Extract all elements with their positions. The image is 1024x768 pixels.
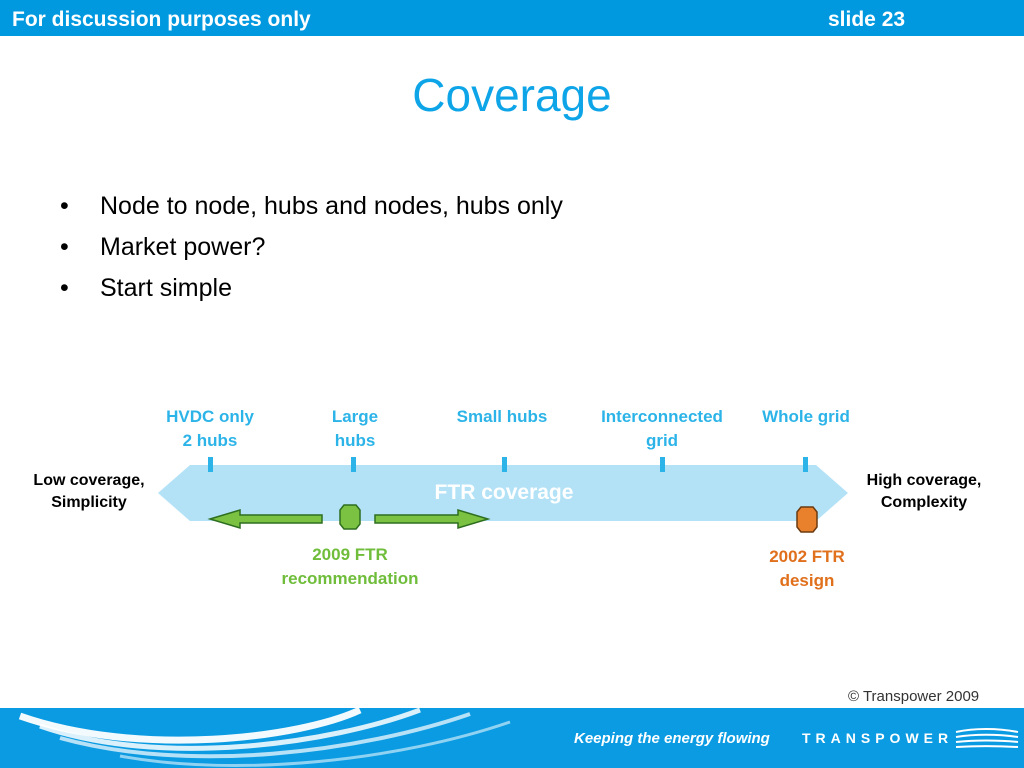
end-label-line: High coverage, bbox=[866, 472, 982, 489]
category-line: Large bbox=[331, 407, 379, 426]
brand-name: TRANSPOWER bbox=[802, 730, 954, 746]
bullet-dot: • bbox=[60, 274, 69, 302]
bullet-dot: • bbox=[60, 233, 69, 261]
category-line: HVDC only bbox=[166, 407, 254, 426]
slide-title: Coverage bbox=[412, 69, 612, 121]
marker-label-line: recommendation bbox=[281, 569, 419, 588]
category-hvdc: HVDC only 2 hubs bbox=[140, 405, 280, 453]
category-line: grid bbox=[645, 431, 679, 450]
category-interconnected: Interconnected grid bbox=[582, 405, 742, 453]
category-line: hubs bbox=[334, 431, 376, 450]
design-2002-label: 2002 FTR design bbox=[737, 545, 877, 593]
bullet-list: • Node to node, hubs and nodes, hubs only… bbox=[60, 186, 563, 309]
bullet-text: Start simple bbox=[100, 274, 232, 302]
tick-large-hubs bbox=[351, 457, 356, 472]
tick-whole-grid bbox=[803, 457, 808, 472]
design-marker bbox=[796, 506, 818, 533]
category-large-hubs: Large hubs bbox=[305, 405, 405, 453]
low-coverage-label: Low coverage, Simplicity bbox=[10, 470, 168, 514]
tick-small-hubs bbox=[502, 457, 507, 472]
category-line: 2 hubs bbox=[182, 431, 238, 450]
category-whole-grid: Whole grid bbox=[746, 405, 866, 429]
discussion-notice: For discussion purposes only bbox=[12, 8, 311, 31]
slide-number: slide 23 bbox=[828, 8, 906, 31]
recommendation-2009-label: 2009 FTR recommendation bbox=[250, 543, 450, 591]
left-green-arrow bbox=[207, 508, 323, 530]
end-label-line: Complexity bbox=[880, 494, 968, 511]
brand-logo-icon bbox=[954, 726, 1020, 752]
category-line: Whole grid bbox=[762, 407, 850, 426]
tick-hvdc bbox=[208, 457, 213, 472]
bullet-item: • Market power? bbox=[60, 227, 563, 268]
bullet-item: • Node to node, hubs and nodes, hubs only bbox=[60, 186, 563, 227]
swoosh-logo-graphic bbox=[18, 708, 511, 768]
marker-label-line: 2009 FTR bbox=[312, 545, 388, 564]
bullet-text: Node to node, hubs and nodes, hubs only bbox=[100, 192, 563, 220]
category-small-hubs: Small hubs bbox=[432, 405, 572, 429]
tick-interconnected bbox=[660, 457, 665, 472]
category-line: Interconnected bbox=[601, 407, 723, 426]
bullet-dot: • bbox=[60, 192, 69, 220]
category-line: Small hubs bbox=[456, 407, 548, 426]
end-label-line: Low coverage, bbox=[33, 472, 145, 489]
tagline: Keeping the energy flowing bbox=[574, 730, 770, 747]
high-coverage-label: High coverage, Complexity bbox=[845, 470, 1003, 514]
coverage-bar bbox=[158, 465, 848, 521]
right-green-arrow bbox=[374, 508, 491, 530]
marker-label-line: 2002 FTR bbox=[769, 547, 845, 566]
footer-banner: Keeping the energy flowing TRANSPOWER bbox=[0, 708, 1024, 768]
bar-label: FTR coverage bbox=[434, 481, 574, 504]
copyright-notice: © Transpower 2009 bbox=[848, 688, 980, 705]
bullet-item: • Start simple bbox=[60, 268, 563, 309]
marker-label-line: design bbox=[779, 571, 835, 590]
end-label-line: Simplicity bbox=[51, 494, 127, 511]
top-banner: For discussion purposes only slide 23 bbox=[0, 0, 1024, 36]
recommendation-marker bbox=[339, 504, 361, 530]
bullet-text: Market power? bbox=[100, 233, 266, 261]
